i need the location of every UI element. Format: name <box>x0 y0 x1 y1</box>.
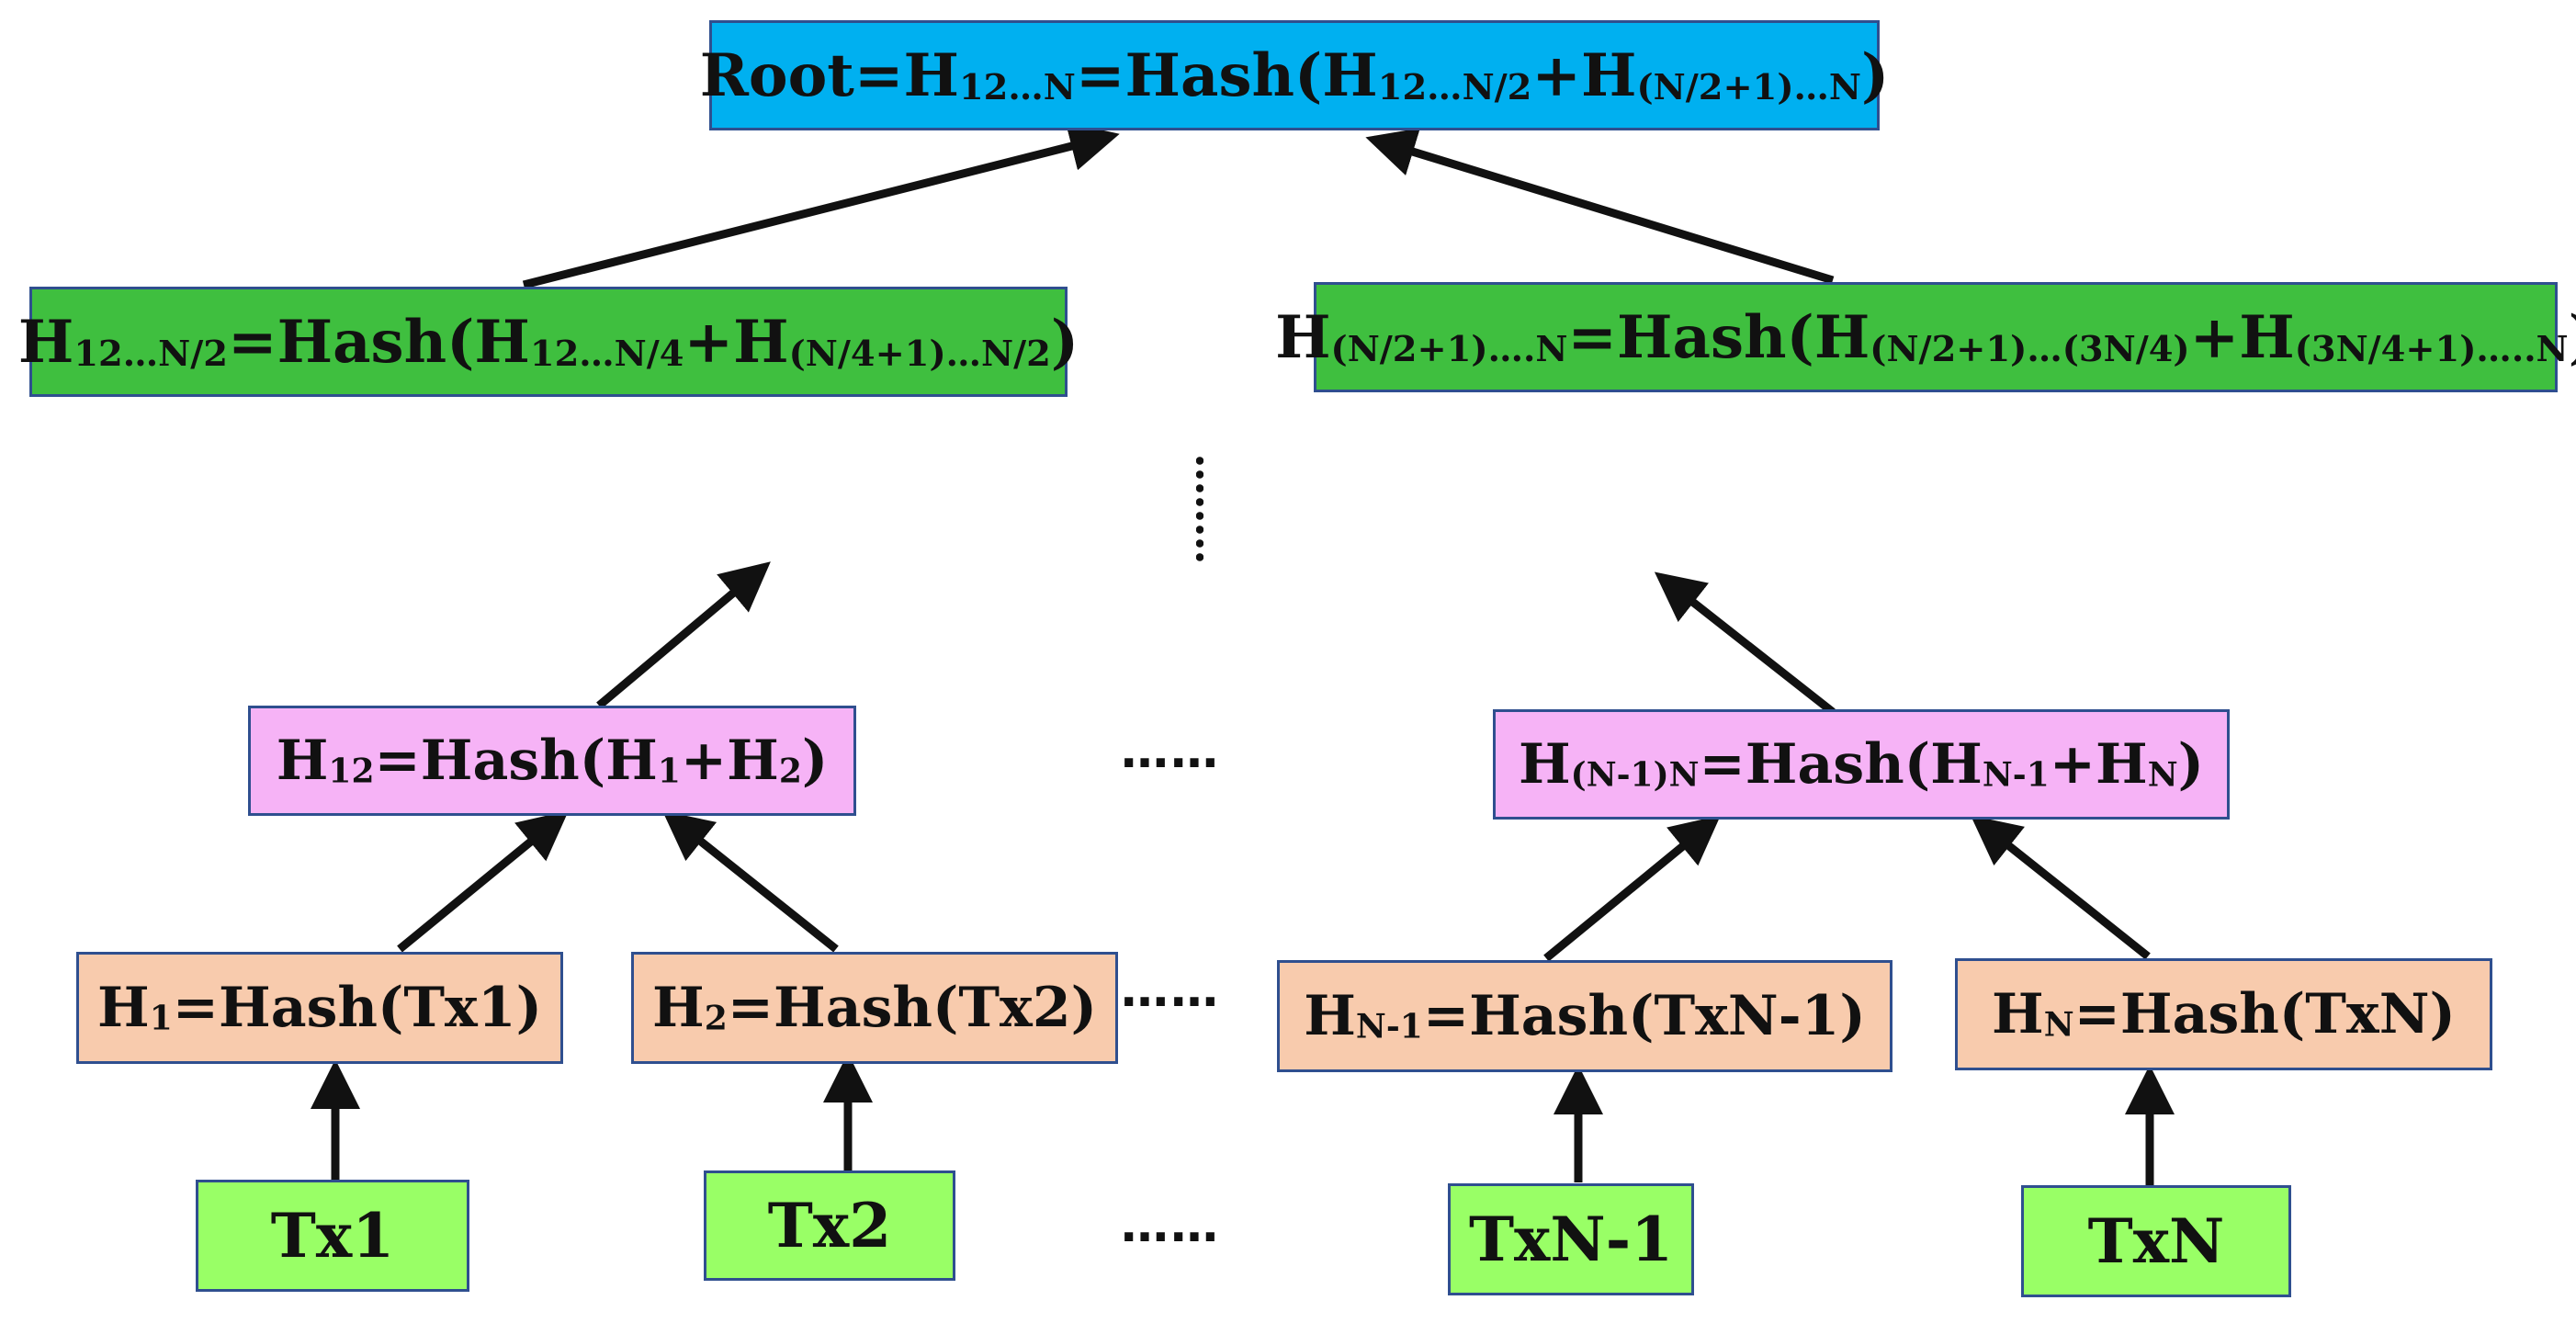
pair-row-ellipsis: …… <box>1121 724 1220 779</box>
arrow-right-to-root <box>1365 128 1835 285</box>
label-text: +H <box>2049 732 2148 797</box>
arrow-h1-to-h12 <box>397 810 569 953</box>
vertical-ellipsis <box>1196 454 1203 564</box>
node-label: H12=Hash(H1+H2) <box>277 729 829 793</box>
txn-node: TxN <box>2021 1185 2291 1297</box>
label-text: ) <box>2177 732 2205 797</box>
arrow-left-to-root <box>522 121 1120 289</box>
label-text: H <box>1275 302 1331 372</box>
label-text: ) <box>2569 303 2576 372</box>
label-subscript: N-1 <box>1355 1007 1423 1046</box>
arrow-h2-to-h12 <box>661 810 839 953</box>
label-subscript: 12 <box>328 752 375 791</box>
label-subscript: 12…N/4 <box>529 333 684 375</box>
right-subtree-hash-node: H(N/2+1)….N=Hash(H(N/2+1)…(3N/4)+H(3N/4+… <box>1275 282 2576 392</box>
label-text: =Hash(H <box>227 307 530 377</box>
label-subscript: 2 <box>778 752 802 791</box>
label-text: =Hash(H <box>1699 732 1983 797</box>
txn_1-node: TxN-1 <box>1448 1183 1694 1295</box>
tx2-node: Tx2 <box>704 1170 955 1281</box>
h12-pair-hash-node: H12=Hash(H1+H2) <box>248 706 856 816</box>
label-text: +H <box>680 729 779 793</box>
label-text: H <box>276 729 329 793</box>
label-text: =Hash(H <box>374 729 658 793</box>
hn1n-pair-hash-node: H(N-1)N=Hash(HN-1+HN) <box>1493 709 2230 820</box>
hn_1-leaf-hash-node: HN-1=Hash(TxN-1) <box>1277 960 1892 1072</box>
label-subscript: (N/2+1)…(3N/4) <box>1870 328 2190 370</box>
label-subscript: (N-1)N <box>1570 755 1700 795</box>
label-text: ) <box>1050 307 1079 377</box>
hn-leaf-hash-node: HN=Hash(TxN) <box>1955 958 2492 1070</box>
arrow-hn_1-to-hn1n <box>1543 815 1721 962</box>
label-subscript: 2 <box>704 999 728 1038</box>
arrow-hn-to-hn1n <box>1970 815 2151 960</box>
tx-row-ellipsis: …… <box>1121 1198 1220 1253</box>
label-text: +H <box>684 307 789 377</box>
label-subscript: 1 <box>657 752 681 791</box>
label-subscript: 12…N/2 <box>1377 66 1532 108</box>
label-text: ) <box>801 729 829 793</box>
label-subscript: 12…N <box>958 66 1076 108</box>
label-text: ) <box>1861 40 1890 110</box>
arrow-hn1n-up <box>1654 571 1836 716</box>
hash-row-ellipsis: …… <box>1121 963 1220 1018</box>
label-text: +H <box>1531 40 1637 110</box>
label-text: =Hash(TxN-1) <box>1422 984 1866 1048</box>
left-subtree-hash-node: H12…N/2=Hash(H12…N/4+H(N/4+1)…N/2) <box>18 287 1079 397</box>
h1-leaf-hash-node: H1=Hash(Tx1) <box>76 952 563 1064</box>
label-subscript: N <box>2147 755 2178 795</box>
label-text: =Hash(H <box>1075 40 1378 110</box>
h2-leaf-hash-node: H2=Hash(Tx2) <box>631 952 1118 1064</box>
label-text: H <box>1518 732 1571 797</box>
label-subscript: (N/2+1)…N <box>1636 66 1861 108</box>
label-text: H <box>1304 984 1356 1048</box>
label-subscript: (N/2+1)….N <box>1330 328 1568 370</box>
label-subscript: N-1 <box>1982 755 2050 795</box>
label-text: =Hash(Tx1) <box>172 976 542 1040</box>
label-subscript: (3N/4+1)…..N <box>2294 328 2569 370</box>
tx1-node: Tx1 <box>196 1180 469 1292</box>
node-label: H(N/2+1)….N=Hash(H(N/2+1)…(3N/4)+H(3N/4+… <box>1275 303 2576 372</box>
label-text: =Hash(H <box>1567 302 1870 372</box>
label-subscript: 1 <box>149 999 173 1038</box>
label-text: H <box>1992 982 2044 1046</box>
node-label: H12…N/2=Hash(H12…N/4+H(N/4+1)…N/2) <box>18 308 1079 377</box>
node-label: H1=Hash(Tx1) <box>97 976 542 1040</box>
label-text: =Hash(Tx2) <box>727 976 1097 1040</box>
root-hash-node: Root=H12…N=Hash(H12…N/2+H(N/2+1)…N) <box>700 20 1889 130</box>
arrow-h12-up <box>596 561 771 709</box>
label-text: =Hash(TxN) <box>2073 982 2456 1046</box>
node-label: H(N-1)N=Hash(HN-1+HN) <box>1519 732 2204 797</box>
label-subscript: (N/4+1)…N/2 <box>788 333 1051 375</box>
node-label: HN=Hash(TxN) <box>1992 982 2456 1046</box>
node-label: Root=H12…N=Hash(H12…N/2+H(N/2+1)…N) <box>700 41 1890 110</box>
label-text: +H <box>2189 302 2295 372</box>
label-subscript: N <box>2043 1005 2074 1045</box>
label-text: H <box>97 976 150 1040</box>
label-text: Root=H <box>699 40 959 110</box>
node-label: HN-1=Hash(TxN-1) <box>1304 984 1866 1048</box>
label-text: H <box>17 307 74 377</box>
node-label: H2=Hash(Tx2) <box>652 976 1097 1040</box>
label-text: H <box>652 976 705 1040</box>
label-subscript: 12…N/2 <box>73 333 228 375</box>
